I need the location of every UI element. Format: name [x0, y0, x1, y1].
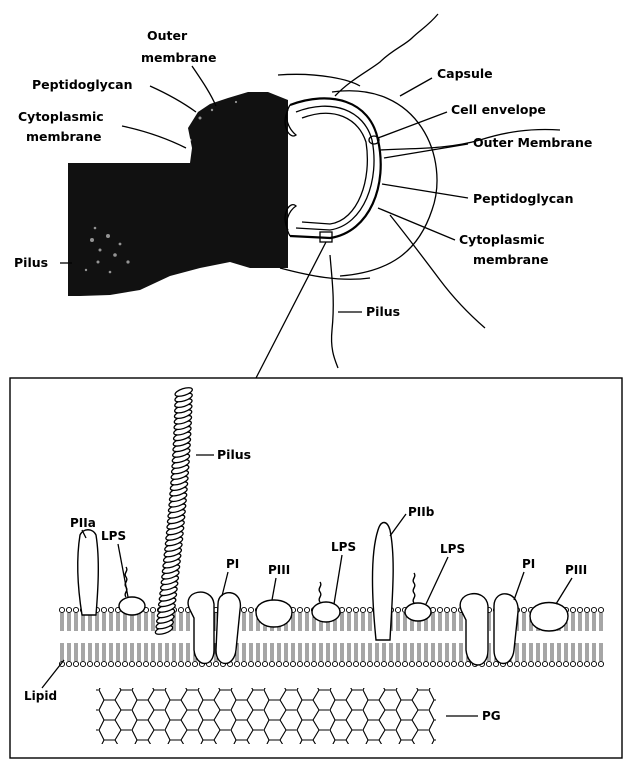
label-lps-3: LPS [440, 542, 465, 556]
label-lps-1: LPS [101, 529, 126, 543]
leader-outer-membrane [192, 66, 216, 106]
label-pilus-bottom: Pilus [366, 304, 400, 319]
label-pi-2: PI [522, 557, 535, 571]
label-lps-2: LPS [331, 540, 356, 554]
label-pg: PG [482, 709, 501, 723]
label-lipid: Lipid [24, 689, 57, 703]
label-pilus-detail: Pilus [217, 447, 251, 462]
leader-capsule [400, 78, 432, 96]
label-peptidoglycan-right: Peptidoglycan [473, 191, 574, 206]
leader-outer-membrane-right [384, 144, 468, 158]
label-cytoplasmic-left-line1: Cytoplasmic [18, 109, 104, 124]
label-cell-envelope: Cell envelope [451, 102, 546, 117]
label-piib: PIIb [408, 505, 435, 519]
label-cytoplasmic-left-line2: membrane [26, 129, 101, 144]
label-outer-membrane-right: Outer Membrane [473, 135, 592, 150]
leader-cytoplasmic-right [378, 208, 455, 240]
label-capsule: Capsule [437, 66, 493, 81]
label-outer-membrane-line1: Outer [147, 28, 188, 43]
peptidoglycan-lattice [96, 688, 436, 744]
label-piii-2: PIII [565, 563, 587, 577]
label-pilus-left: Pilus [14, 255, 48, 270]
label-cytoplasmic-right-line2: membrane [473, 252, 548, 267]
label-cytoplasmic-right-line1: Cytoplasmic [459, 232, 545, 247]
leader-cytoplasmic-left [122, 126, 186, 148]
label-piii-1: PIII [268, 563, 290, 577]
leader-peptidoglycan-right [382, 184, 468, 198]
label-piia: PIIa [70, 516, 96, 530]
label-outer-membrane-line2: membrane [141, 50, 216, 65]
leader-peptidoglycan-left [150, 86, 196, 112]
label-pi-1: PI [226, 557, 239, 571]
label-peptidoglycan-left: Peptidoglycan [32, 77, 133, 92]
